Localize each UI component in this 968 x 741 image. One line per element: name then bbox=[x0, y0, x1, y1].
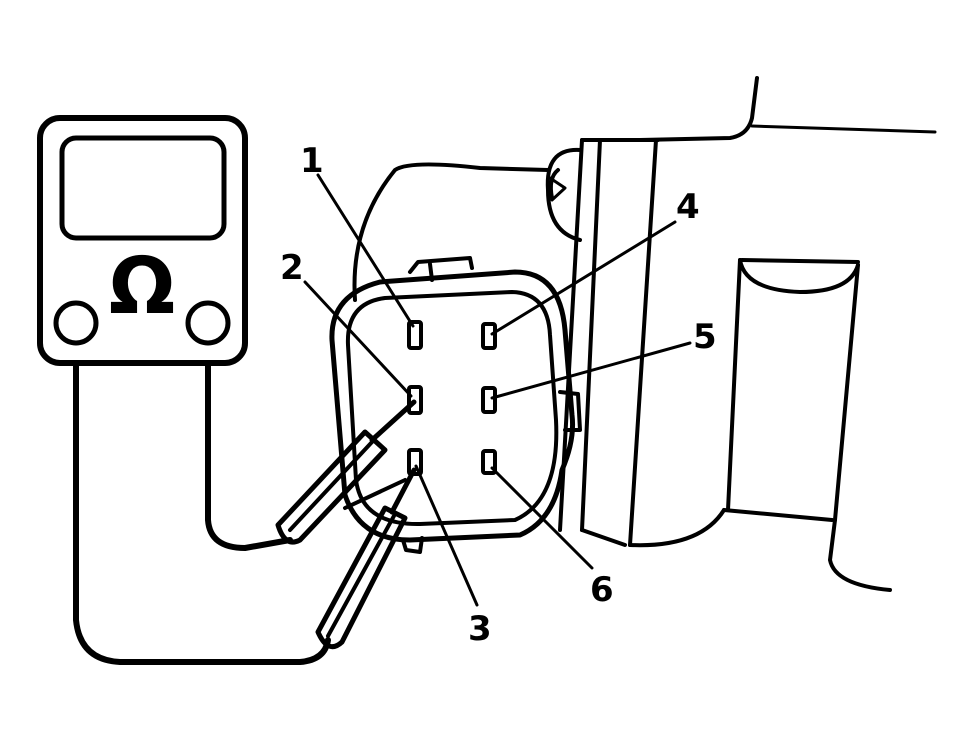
harness-bracket bbox=[352, 147, 582, 302]
pin-6 bbox=[481, 449, 497, 475]
leader-3 bbox=[414, 464, 479, 607]
ohm-symbol: Ω bbox=[109, 242, 175, 332]
pin-1 bbox=[407, 320, 423, 350]
callout-leaders bbox=[303, 173, 692, 607]
pin-2 bbox=[407, 385, 423, 415]
meter-jack-right bbox=[185, 300, 231, 346]
test-lead-a bbox=[205, 360, 417, 551]
callout-labels: 1 2 3 4 5 6 bbox=[280, 141, 717, 649]
leader-5 bbox=[490, 341, 692, 400]
pin-3 bbox=[407, 448, 423, 476]
leader-6 bbox=[490, 466, 594, 570]
callout-1: 1 bbox=[300, 141, 324, 181]
meter-display bbox=[59, 135, 227, 241]
callout-6: 6 bbox=[590, 570, 614, 610]
leader-4 bbox=[490, 220, 677, 336]
pin-5 bbox=[481, 386, 497, 414]
callout-4: 4 bbox=[676, 187, 700, 227]
ohmmeter: Ω bbox=[37, 115, 248, 366]
callout-2: 2 bbox=[280, 248, 304, 288]
meter-jack-left bbox=[53, 300, 99, 346]
sensor-body bbox=[726, 258, 892, 592]
pin-4 bbox=[481, 322, 497, 350]
engine-housing bbox=[558, 76, 937, 548]
leader-2 bbox=[303, 280, 413, 398]
test-lead-b bbox=[73, 360, 417, 665]
callout-5: 5 bbox=[693, 317, 717, 357]
callout-3: 3 bbox=[468, 609, 492, 649]
leader-1 bbox=[316, 173, 415, 328]
